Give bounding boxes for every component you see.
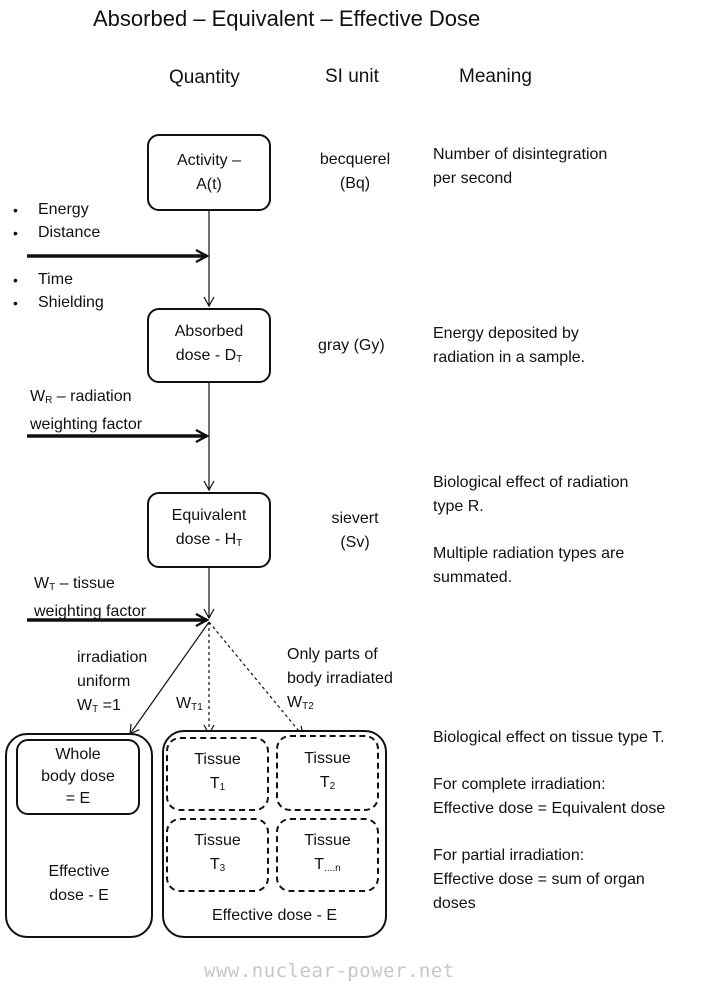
activity-label-line1: Activity – <box>176 151 241 169</box>
meaning-effective: Biological effect on tissue type T. For … <box>433 729 666 912</box>
factor-bullet: Distance <box>13 221 100 245</box>
header-meaning: Meaning <box>459 66 532 87</box>
activity-label-line2: A(t) <box>196 175 222 193</box>
factor-bullet: Shielding <box>13 291 104 315</box>
partial-irradiation-label: Only parts of body irradiated WT2 <box>287 646 393 712</box>
activity-node: Activity – A(t) <box>147 134 271 211</box>
absorbed-label-line2: dose - DT <box>175 346 243 365</box>
header-quantity: Quantity <box>169 67 240 88</box>
page-title: Absorbed – Equivalent – Effective Dose <box>93 6 481 31</box>
tissue-box: Tissue T3 <box>166 818 269 892</box>
header-si-unit: SI unit <box>325 66 379 87</box>
tissue-weighting-factor-label: WT – tissue weighting factor <box>34 575 147 620</box>
tissue-box: Tissue T2 <box>276 735 379 811</box>
unit-absorbed: gray (Gy) <box>318 337 385 354</box>
equivalent-dose-node: Equivalent dose - HT <box>147 492 271 568</box>
unit-equivalent: sievert(Sv) <box>331 510 379 551</box>
watermark: www.nuclear-power.net <box>204 960 455 982</box>
uniform-irradiation-label: irradiation uniform WT =1 <box>77 649 148 715</box>
radiation-weighting-factor-label: WR – radiation weighting factor <box>30 388 143 433</box>
equivalent-label-line2: dose - HT <box>175 531 243 549</box>
tissue-box: Tissue T....n <box>276 818 379 892</box>
factor-bullet: Energy <box>13 198 89 222</box>
wt1-label: WT1 <box>176 695 203 713</box>
unit-activity: becquerel(Bq) <box>319 151 391 192</box>
factor-bullet: Time <box>13 268 73 292</box>
whole-body-dose-box: Whole body dose = E <box>16 739 140 815</box>
absorbed-dose-node: Absorbed dose - DT <box>147 308 271 383</box>
tissue-box: Tissue T1 <box>166 737 269 811</box>
equivalent-label-line1: Equivalent <box>171 507 247 524</box>
effective-dose-right-label: Effective dose - E <box>211 907 338 924</box>
absorbed-label-line1: Absorbed <box>174 322 244 340</box>
